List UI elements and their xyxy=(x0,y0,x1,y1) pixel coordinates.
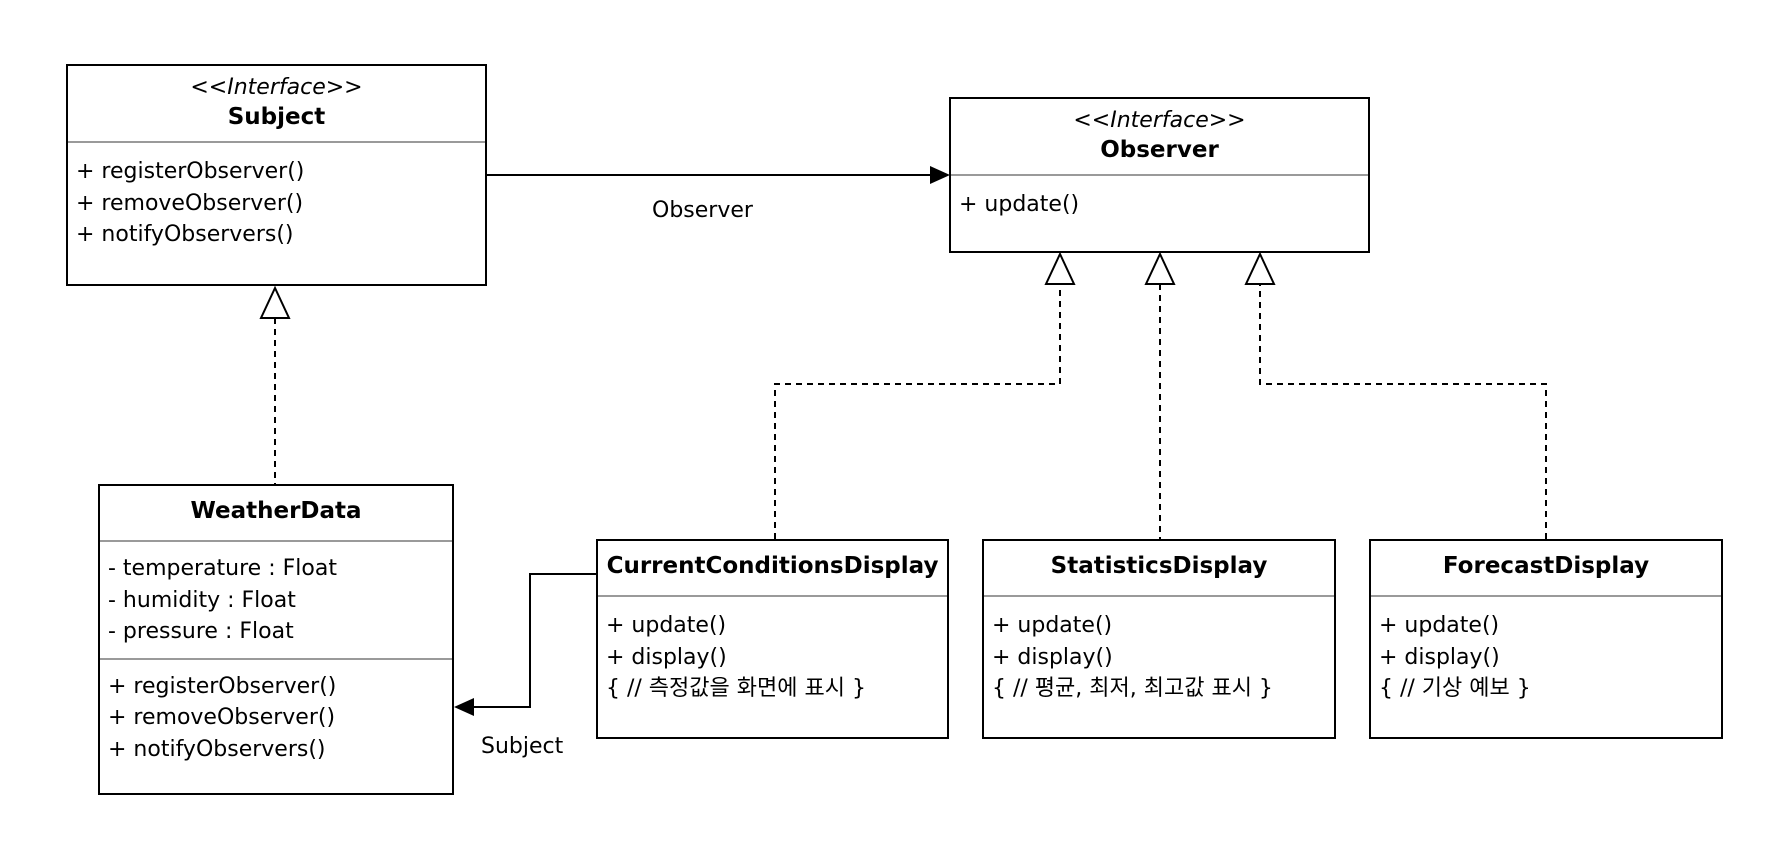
statistics-display-box[interactable]: StatisticsDisplay + update() + display()… xyxy=(982,539,1336,739)
stereotype-label: <<Interface>> xyxy=(1073,108,1246,133)
methods-compartment: + update() xyxy=(951,176,1368,231)
methods-compartment: + update() + display() { // 기상 예보 } xyxy=(1371,597,1721,715)
attribute-item: - temperature : Float xyxy=(108,556,337,581)
attribute-item: - humidity : Float xyxy=(108,587,296,613)
observer-interface-box[interactable]: <<Interface>> Observer + update() xyxy=(949,97,1370,253)
class-name: Observer xyxy=(1100,137,1219,163)
realization-triangle xyxy=(259,285,291,319)
realization-triangle xyxy=(1144,251,1176,285)
forecast-realization-line xyxy=(1259,284,1547,539)
association-arrowhead xyxy=(930,166,950,184)
weatherdata-class-box[interactable]: WeatherData - temperature : Float - humi… xyxy=(98,484,454,795)
compartment-divider xyxy=(984,595,1334,597)
method-comment: { // 측정값을 화면에 표시 } xyxy=(606,676,866,701)
compartment-divider xyxy=(1371,595,1721,597)
compartment-divider xyxy=(68,141,485,143)
realization-triangle xyxy=(1044,251,1076,285)
method-item: + update() xyxy=(959,192,1080,217)
method-item: + removeObserver() xyxy=(108,705,336,730)
current-conditions-header: CurrentConditionsDisplay xyxy=(598,541,947,581)
forecast-display-box[interactable]: ForecastDisplay + update() + display() {… xyxy=(1369,539,1723,739)
observer-association-label: Observer xyxy=(652,198,753,223)
class-name: WeatherData xyxy=(190,498,362,524)
class-name: StatisticsDisplay xyxy=(1050,553,1268,579)
attributes-compartment: - temperature : Float - humidity : Float… xyxy=(100,542,452,658)
compartment-divider xyxy=(598,595,947,597)
subject-interface-box[interactable]: <<Interface>> Subject + registerObserver… xyxy=(66,64,487,286)
association-arrowhead xyxy=(454,698,474,716)
method-item: + display() xyxy=(1379,644,1500,670)
current-conditions-realization-line xyxy=(774,284,1061,539)
display-weatherdata-association-line xyxy=(472,573,596,708)
method-item: + update() xyxy=(1379,613,1500,638)
observer-header: <<Interface>> Observer xyxy=(951,99,1368,165)
method-item: + registerObserver() xyxy=(108,673,337,699)
method-item: + update() xyxy=(606,613,727,638)
methods-compartment: + update() + display() { // 평균, 최저, 최고값 … xyxy=(984,597,1334,715)
methods-compartment: + update() + display() { // 측정값을 화면에 표시 … xyxy=(598,597,947,715)
weatherdata-header: WeatherData xyxy=(100,486,452,526)
methods-compartment: + registerObserver() + removeObserver() … xyxy=(100,660,452,776)
class-name: CurrentConditionsDisplay xyxy=(606,553,939,579)
methods-compartment: + registerObserver() + removeObserver() … xyxy=(68,143,485,261)
stereotype-label: <<Interface>> xyxy=(190,75,363,100)
forecast-header: ForecastDisplay xyxy=(1371,541,1721,581)
method-item: + removeObserver() xyxy=(76,190,304,216)
subject-association-label: Subject xyxy=(481,734,564,759)
compartment-divider xyxy=(100,657,452,660)
class-name: ForecastDisplay xyxy=(1442,553,1650,579)
attribute-item: - pressure : Float xyxy=(108,619,294,644)
compartment-divider xyxy=(100,540,452,542)
method-item: + notifyObservers() xyxy=(108,736,326,762)
current-conditions-display-box[interactable]: CurrentConditionsDisplay + update() + di… xyxy=(596,539,949,739)
method-item: + display() xyxy=(992,644,1113,670)
subject-header: <<Interface>> Subject xyxy=(68,66,485,132)
statistics-header: StatisticsDisplay xyxy=(984,541,1334,581)
compartment-divider xyxy=(951,174,1368,176)
method-item: + registerObserver() xyxy=(76,159,305,184)
class-name: Subject xyxy=(227,104,326,130)
method-comment: { // 평균, 최저, 최고값 표시 } xyxy=(992,676,1273,701)
method-item: + notifyObservers() xyxy=(76,222,294,247)
method-comment: { // 기상 예보 } xyxy=(1379,676,1531,701)
method-item: + update() xyxy=(992,613,1113,638)
realization-triangle xyxy=(1244,251,1276,285)
method-item: + display() xyxy=(606,644,727,670)
